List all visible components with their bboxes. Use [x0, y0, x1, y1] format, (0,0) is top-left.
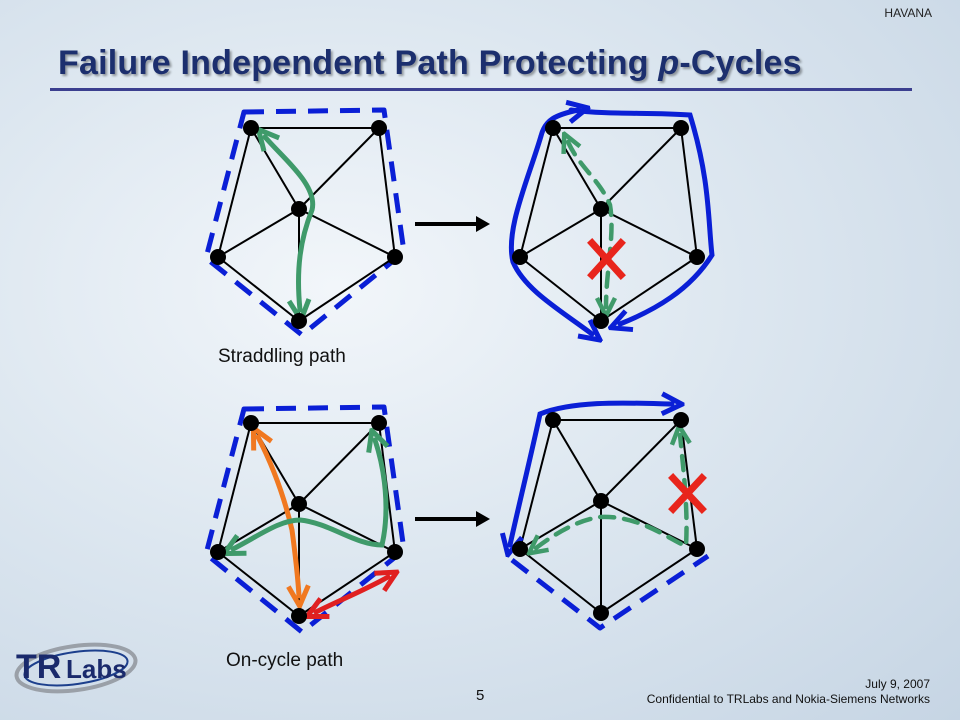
transition-arrow-bottom	[415, 511, 490, 527]
pcycle-dashed-outline	[203, 107, 407, 338]
failure-x-icon	[587, 238, 626, 280]
slide-title: Failure Independent Path Protecting p-Cy…	[58, 44, 802, 83]
network-nodes	[512, 120, 705, 329]
red-path-arrow	[316, 577, 388, 612]
working-path-arrow	[265, 137, 316, 310]
diagram-oncycle-after	[510, 403, 710, 631]
pcycle-partial-dashed	[510, 553, 710, 631]
network-nodes	[210, 120, 403, 329]
restored-path-dashed-arrow	[568, 142, 612, 307]
logo-text-tr: TR	[16, 648, 61, 686]
protection-route-arrow	[510, 403, 672, 545]
green-path-arrow	[233, 440, 386, 549]
diagram-straddling-before	[203, 107, 407, 338]
header-corner-label: HAVANA	[884, 6, 932, 20]
network-nodes	[210, 415, 403, 624]
failure-x-icon	[668, 473, 707, 514]
footer-date: July 9, 2007	[865, 677, 930, 691]
trlabs-logo: TR Labs	[14, 642, 138, 694]
title-italic: p	[658, 44, 680, 82]
page-number: 5	[476, 687, 485, 704]
diagram-oncycle-before	[203, 404, 407, 635]
title-prefix: Failure Independent Path Protecting	[58, 44, 659, 82]
title-underline	[50, 88, 912, 91]
network-edges	[519, 127, 698, 322]
pcycle-dashed-outline	[203, 404, 407, 635]
protection-loop-right-arrow	[568, 107, 715, 324]
transition-arrow-top	[415, 216, 490, 232]
diagram-straddling-after	[508, 107, 715, 334]
title-suffix: -Cycles	[679, 44, 802, 82]
footer-confidential: Confidential to TRLabs and Nokia-Siemens…	[646, 692, 930, 706]
caption-on-cycle-path: On-cycle path	[226, 650, 344, 671]
caption-straddling-path: Straddling path	[218, 346, 346, 367]
network-nodes	[512, 412, 705, 621]
logo-text-labs: Labs	[66, 654, 127, 684]
